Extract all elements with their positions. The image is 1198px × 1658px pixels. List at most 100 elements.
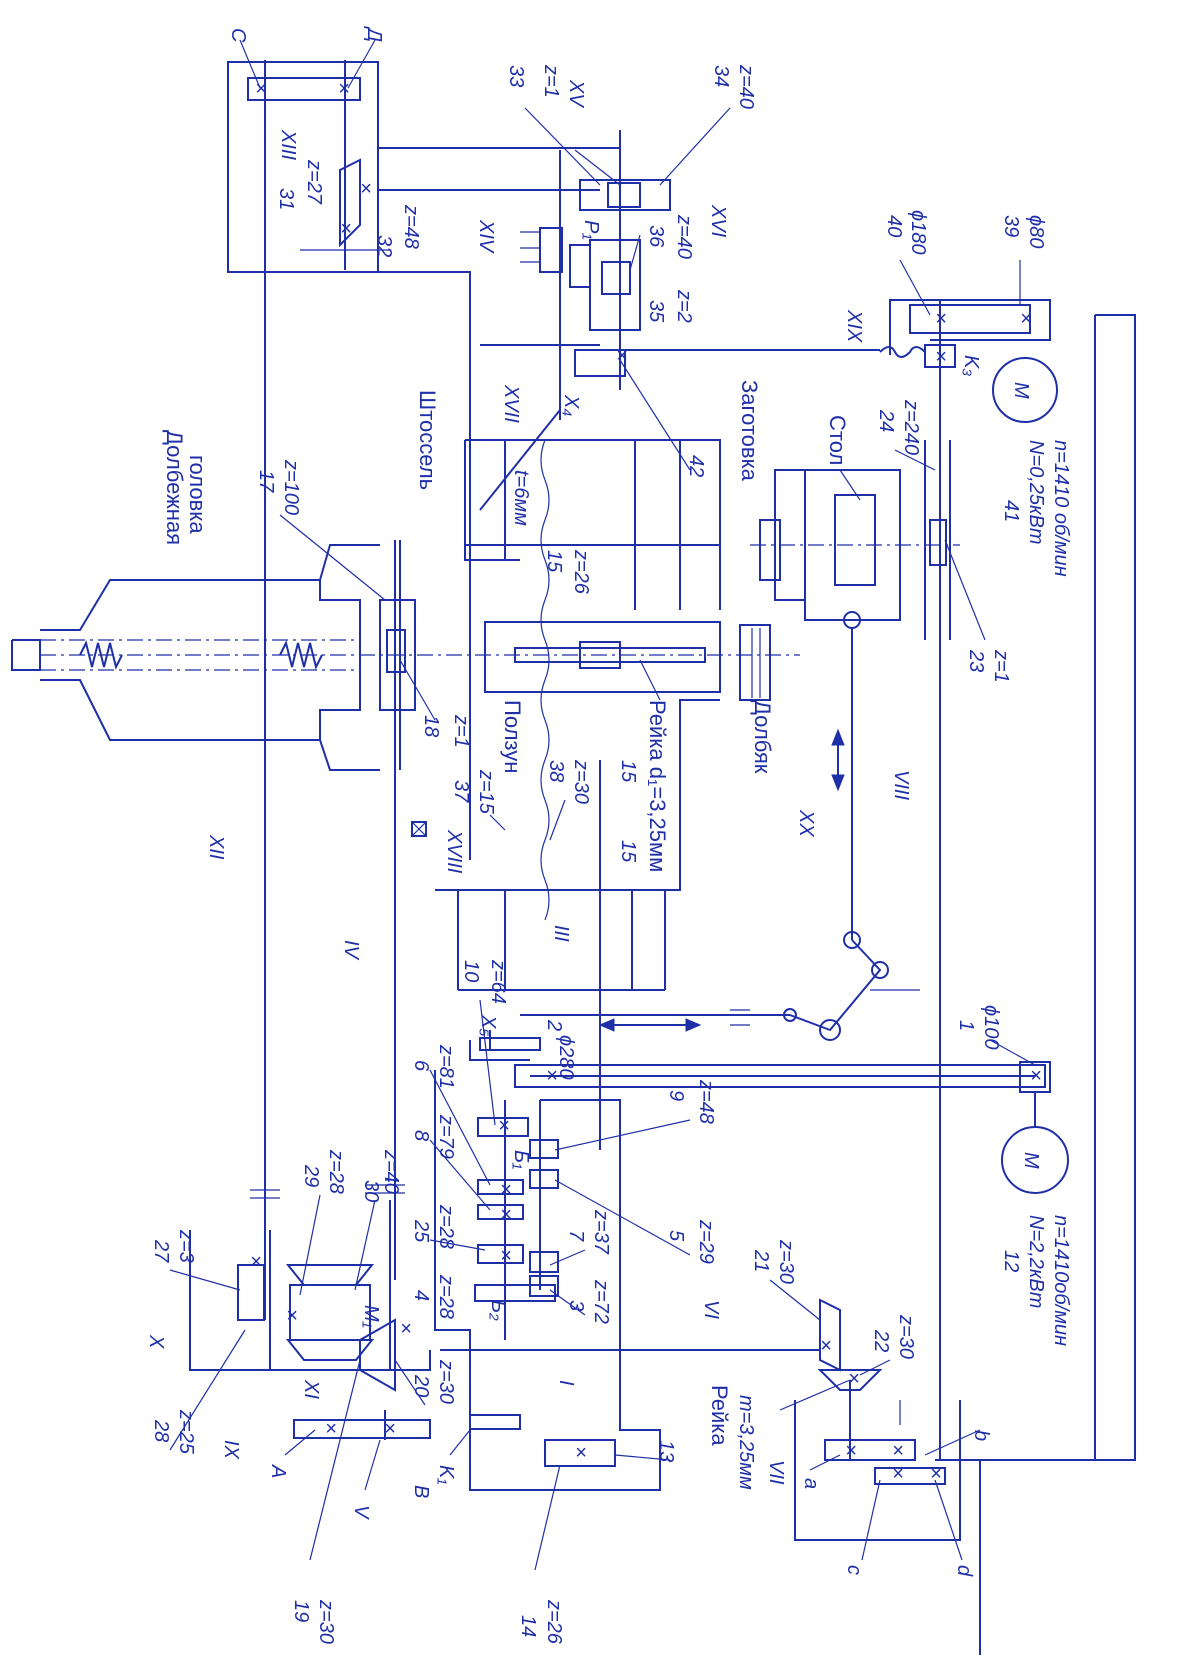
svg-text:×: × [255, 78, 267, 100]
label-gear-15a: 15 [543, 550, 565, 573]
frame-outline [935, 314, 1136, 1655]
label-gear-17: 17 [255, 470, 277, 493]
top-gearbox [227, 60, 621, 1320]
label-shtossel: Штоссель [415, 390, 440, 490]
label-change-d: d [953, 1565, 975, 1577]
leader-lines [169, 39, 1036, 1571]
label-z30-19: z=30 [315, 1599, 337, 1644]
svg-text:×: × [820, 1335, 832, 1357]
label-z26a: z=26 [570, 549, 592, 595]
label-gear-36: 36 [645, 225, 667, 248]
label-gear-30: 30 [360, 1180, 382, 1202]
label-gear-32: 32 [373, 235, 395, 257]
svg-text:×: × [935, 346, 947, 368]
svg-text:×: × [892, 1463, 904, 1485]
label-shaft-i: I [555, 1380, 577, 1386]
svg-text:×: × [500, 1245, 512, 1267]
label-k1: K₁ [435, 1465, 457, 1485]
work-table [750, 440, 960, 940]
label-z30-22: z=30 [895, 1314, 917, 1359]
label-gear-21: 21 [750, 1249, 772, 1272]
svg-text:×: × [500, 1179, 512, 1201]
svg-text:×: × [1020, 308, 1032, 330]
handwheel-icon[interactable] [411, 821, 427, 837]
svg-text:×: × [384, 1418, 396, 1440]
svg-text:×: × [1030, 1065, 1042, 1087]
label-gear-6: 6 [410, 1060, 432, 1072]
svg-text:×: × [845, 1440, 857, 1462]
svg-text:×: × [848, 1368, 860, 1390]
label-pulley-40: 40 [883, 215, 905, 237]
lower-left-gearbox [189, 1179, 431, 1440]
label-shaft-iii: III [550, 925, 572, 942]
label-pulley-39: 39 [1000, 215, 1022, 237]
label-gear-20: 20 [410, 1374, 432, 1397]
svg-text:×: × [498, 1115, 510, 1137]
svg-text:×: × [338, 78, 350, 100]
label-b1: Б₁ [510, 1150, 532, 1169]
label-shaft-x: X [145, 1334, 167, 1349]
main-gearbox [434, 1070, 661, 1491]
label-m1: M₁ [360, 1305, 382, 1328]
svg-text:×: × [546, 1065, 558, 1087]
pulley-drive-39-40 [879, 299, 1058, 1460]
label-pulley-1: 1 [955, 1020, 977, 1031]
svg-text:×: × [400, 1318, 412, 1340]
label-shaft-xv: XV [565, 79, 587, 108]
label-gear-15b: 15 [617, 760, 639, 783]
label-gear-19: 19 [290, 1600, 312, 1622]
label-z30-20: z=30 [435, 1359, 457, 1404]
label-shaft-xvii: XVII [500, 384, 522, 423]
label-reika-2: Рейка [707, 1385, 732, 1446]
label-gear-7: 7 [565, 1230, 587, 1242]
label-n025: N=0,25кВт [1025, 440, 1047, 545]
label-z48: z=48 [400, 204, 422, 249]
label-shaft-xviii: XVIII [443, 829, 465, 874]
label-z1-18: z=1 [450, 714, 472, 748]
label-change-a: a [800, 1478, 822, 1489]
label-z72: z=72 [590, 1279, 612, 1324]
cutter-tool [739, 624, 771, 701]
label-shaft-iv: IV [340, 940, 362, 961]
svg-text:×: × [892, 1440, 904, 1462]
svg-text:×: × [250, 1251, 262, 1273]
label-gear-v: В [410, 1485, 432, 1498]
label-worm-28: 28 [150, 1419, 172, 1442]
label-gear-8: 8 [410, 1130, 432, 1141]
label-z1-23: z=1 [990, 649, 1012, 683]
label-gear-9: 9 [665, 1090, 687, 1101]
label-z27: z=27 [303, 159, 325, 205]
label-head-2: головка [185, 455, 210, 534]
label-x5: X₅ [477, 1014, 499, 1036]
label-z40-34: z=40 [735, 64, 757, 109]
label-z40-36: z=40 [673, 214, 695, 259]
label-gear-24: 24 [875, 409, 897, 432]
label-gear-10: 10 [460, 960, 482, 982]
label-z26-14: z=26 [543, 1599, 565, 1645]
label-gear-25: 25 [410, 1219, 432, 1243]
label-z28-25: z=28 [435, 1204, 457, 1249]
label-motor-41: 41 [1000, 500, 1022, 522]
label-gear-33: 33 [505, 65, 527, 87]
svg-text:×: × [325, 1418, 337, 1440]
label-shaft-xx: XX [795, 809, 817, 837]
label-gear-38: 38 [545, 760, 567, 782]
label-p1: P₁ [580, 220, 602, 240]
label-gear-42: 42 [685, 455, 707, 477]
label-z28-29: z=28 [325, 1149, 347, 1194]
change-gears-abcd [794, 1380, 961, 1541]
worm-gear-block-33-36 [520, 130, 671, 420]
svg-text:×: × [935, 308, 947, 330]
label-gear-37: 37 [450, 780, 472, 803]
label-shaft-ix: IX [220, 1440, 242, 1460]
label-z1-33: z=1 [540, 64, 562, 98]
label-gear-13: 13 [655, 1440, 677, 1462]
label-shaft-xii: XII [205, 834, 227, 860]
label-worm-27: 27 [150, 1239, 172, 1263]
bevel-gears-21-22 [440, 1298, 883, 1391]
label-z240: z=240 [900, 399, 922, 455]
label-gear-29: 29 [300, 1164, 322, 1187]
label-shaft-vii: VII [765, 1460, 787, 1485]
label-z37: z=37 [590, 1209, 612, 1255]
label-gear-35: 35 [645, 300, 667, 323]
